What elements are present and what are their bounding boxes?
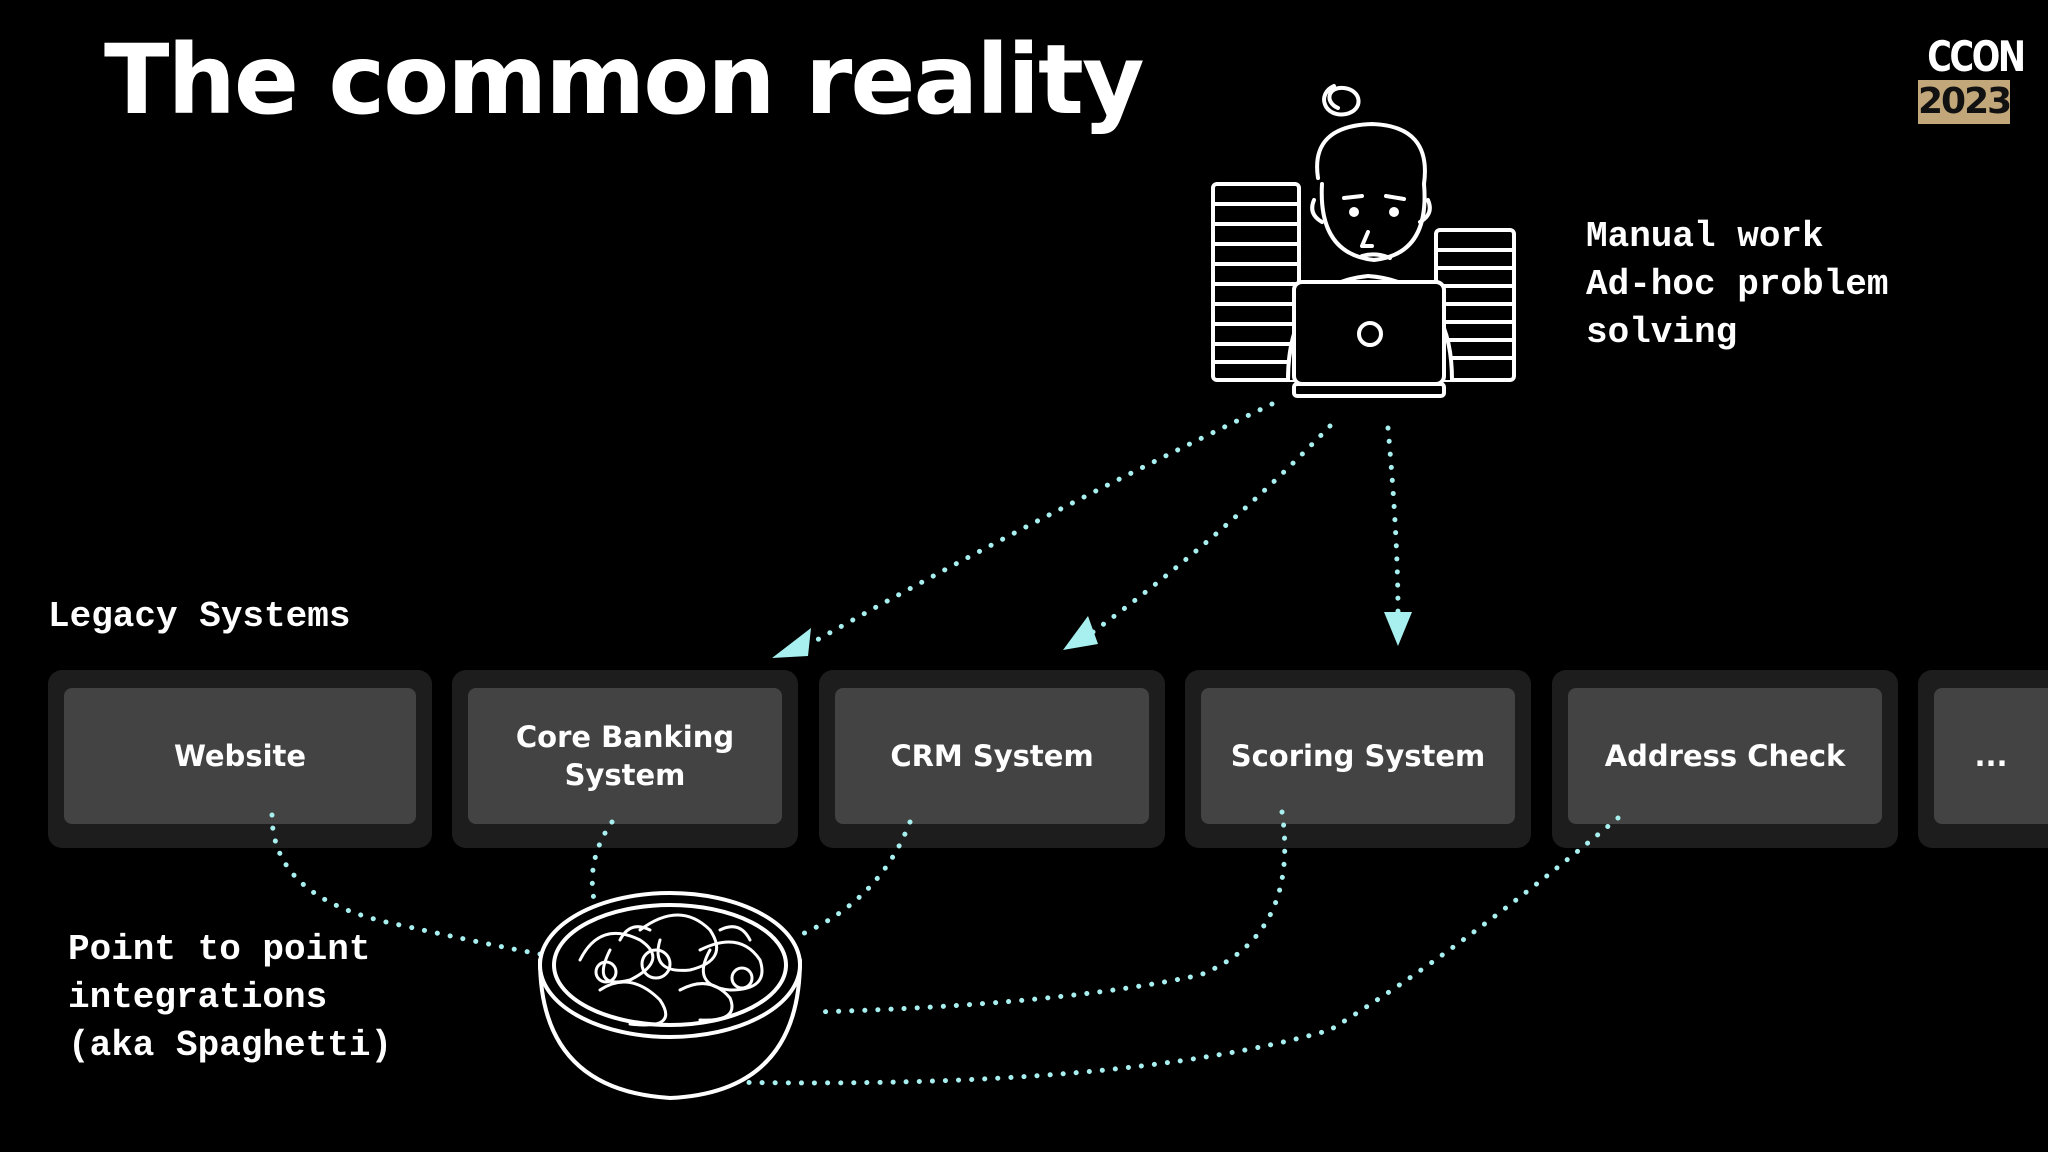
system-box-inner: CRM System bbox=[835, 688, 1149, 824]
spaghetti-bowl-icon bbox=[538, 891, 802, 1101]
connector-address-check bbox=[717, 815, 1621, 1086]
system-box-inner: Scoring System bbox=[1201, 688, 1515, 824]
confused-person-icon bbox=[1211, 84, 1516, 398]
system-box-inner: ... bbox=[1934, 688, 2048, 824]
system-box-inner: Address Check bbox=[1568, 688, 1882, 824]
system-box-more: ... bbox=[1918, 670, 2048, 848]
legacy-systems-label: Legacy Systems bbox=[48, 596, 351, 637]
system-label: Core Banking System bbox=[515, 720, 735, 792]
arrowheads bbox=[772, 612, 1412, 658]
system-label: ... bbox=[1974, 739, 2008, 773]
spaghetti-note-line: integrations bbox=[68, 977, 328, 1018]
system-box-crm: CRM System bbox=[819, 670, 1165, 848]
connector-website bbox=[269, 812, 548, 958]
manual-connectors bbox=[805, 401, 1401, 648]
manual-work-notes: Manual work Ad-hoc problem solving bbox=[1586, 213, 1888, 357]
slide-title: The common reality bbox=[104, 24, 1145, 136]
arrowhead-icon bbox=[1063, 616, 1098, 650]
paper-stack-icon bbox=[1211, 182, 1301, 382]
system-label: CRM System bbox=[890, 739, 1094, 773]
connector-core-banking bbox=[589, 819, 615, 908]
system-box-website: Website bbox=[48, 670, 432, 848]
system-box-inner: Core Banking System bbox=[468, 688, 782, 824]
spaghetti-notes: Point to point integrations (aka Spaghet… bbox=[68, 926, 392, 1070]
spaghetti-note-line: (aka Spaghetti) bbox=[68, 1025, 393, 1066]
manual-note-line: Manual work bbox=[1586, 216, 1824, 257]
connector-to-scoring bbox=[1385, 425, 1401, 615]
arrowhead-icon bbox=[1384, 612, 1412, 646]
system-label: Scoring System bbox=[1230, 739, 1486, 773]
spaghetti-note-line: Point to point bbox=[68, 929, 371, 970]
connector-crm bbox=[797, 819, 913, 938]
system-label: Website bbox=[173, 739, 307, 773]
logo-year: 2023 bbox=[1918, 80, 2012, 124]
spaghetti-connectors bbox=[269, 809, 1621, 1086]
system-box-core-banking: Core Banking System bbox=[452, 670, 798, 848]
system-label: Address Check bbox=[1604, 739, 1846, 773]
confusion-swirl bbox=[1322, 84, 1361, 117]
person-hair bbox=[1315, 122, 1427, 186]
connector-to-core-banking bbox=[805, 401, 1275, 648]
laptop-icon bbox=[1292, 280, 1446, 398]
manual-note-line: solving bbox=[1586, 312, 1738, 353]
arrowhead-icon bbox=[772, 628, 811, 658]
system-box-scoring: Scoring System bbox=[1185, 670, 1531, 848]
system-box-address-check: Address Check bbox=[1552, 670, 1898, 848]
connector-to-crm bbox=[1079, 423, 1333, 643]
ccon-logo: CCON 2023 bbox=[1918, 34, 2026, 124]
connector-scoring bbox=[812, 809, 1288, 1015]
system-box-inner: Website bbox=[64, 688, 416, 824]
manual-note-line: Ad-hoc problem bbox=[1586, 264, 1889, 305]
spaghetti-noodles bbox=[578, 913, 764, 1027]
